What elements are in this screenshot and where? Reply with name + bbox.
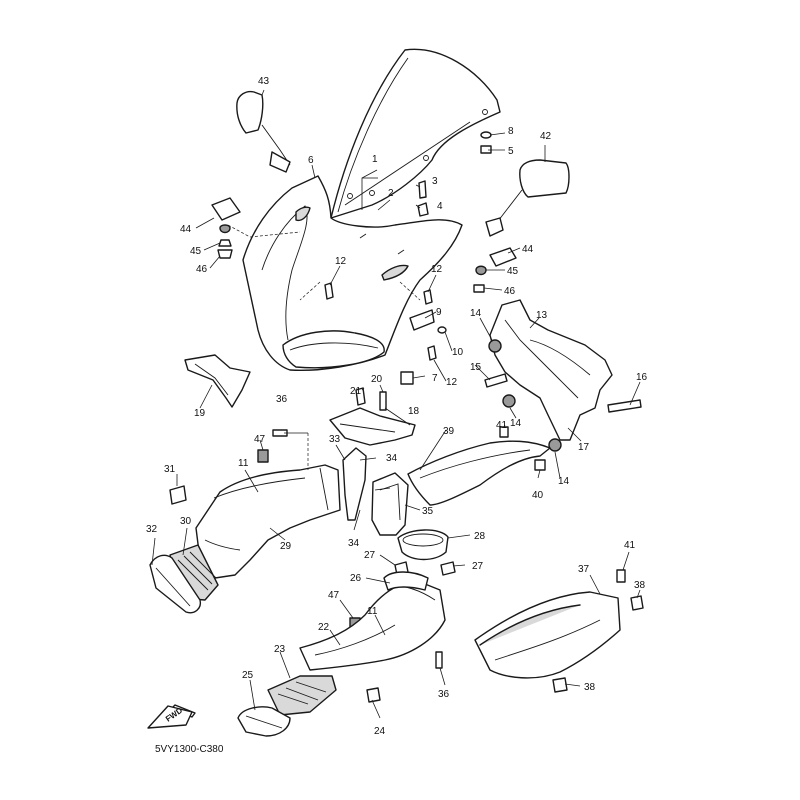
callout-44-right: 44 xyxy=(522,244,534,255)
callout-12-right: 12 xyxy=(431,264,443,275)
callout-36-lower: 36 xyxy=(438,689,450,700)
callout-1: 1 xyxy=(372,154,378,165)
callout-8: 8 xyxy=(508,126,514,137)
callout-9: 9 xyxy=(436,307,442,318)
air-duct-29 xyxy=(195,464,341,579)
callout-11-lower: 11 xyxy=(367,606,378,617)
callout-41-upper: 41 xyxy=(496,420,508,431)
callout-6: 6 xyxy=(308,155,314,166)
callout-31: 31 xyxy=(164,464,176,475)
callout-41-lower: 41 xyxy=(624,540,636,551)
callout-4: 4 xyxy=(437,201,443,212)
callout-10: 10 xyxy=(452,347,464,358)
cowling-stay xyxy=(484,299,642,452)
callout-27-right: 27 xyxy=(472,561,484,572)
panel-33 xyxy=(342,447,367,521)
callout-39: 39 xyxy=(443,426,455,437)
callout-43: 43 xyxy=(258,76,270,87)
intake-seal-32 xyxy=(149,554,202,614)
callout-30: 30 xyxy=(180,516,192,527)
intake-seal-25 xyxy=(237,706,291,737)
callout-45-left: 45 xyxy=(190,246,202,257)
callout-35: 35 xyxy=(422,506,434,517)
callout-15: 15 xyxy=(470,362,482,373)
mirror-43 xyxy=(236,90,291,173)
mirror-42 xyxy=(485,159,570,237)
intake-mesh-23 xyxy=(267,675,337,716)
bracket-18 xyxy=(329,407,416,446)
air-duct-22 xyxy=(299,571,446,671)
callout-16: 16 xyxy=(636,372,648,383)
side-cover-35 xyxy=(371,472,409,536)
fwd-arrow: FWD xyxy=(147,704,196,729)
callout-18: 18 xyxy=(408,406,420,417)
callout-28: 28 xyxy=(474,531,486,542)
callout-45-right: 45 xyxy=(507,266,519,277)
callout-14-middle: 14 xyxy=(510,418,522,429)
callout-20: 20 xyxy=(371,374,383,385)
inner-panel-19 xyxy=(184,354,251,408)
callout-11-upper: 11 xyxy=(238,458,249,469)
under-cowl-37 xyxy=(474,591,621,679)
callout-23: 23 xyxy=(274,644,286,655)
callout-labels: 1 2 3 4 5 6 7 8 9 10 11 11 12 12 12 13 1… xyxy=(146,76,648,737)
callout-12-left: 12 xyxy=(335,256,347,267)
callout-13: 13 xyxy=(536,310,548,321)
callout-19: 19 xyxy=(194,408,206,419)
callout-25: 25 xyxy=(242,670,254,681)
callout-22: 22 xyxy=(318,622,330,633)
callout-38-upper: 38 xyxy=(634,580,646,591)
callout-2: 2 xyxy=(388,188,394,199)
callout-17: 17 xyxy=(578,442,590,453)
callout-34-upper: 34 xyxy=(386,453,398,464)
callout-47-upper: 47 xyxy=(254,434,266,445)
callout-14-lower: 14 xyxy=(558,476,570,487)
windscreen xyxy=(330,48,501,219)
callout-29: 29 xyxy=(280,541,292,552)
leader-lines xyxy=(151,89,641,719)
callout-27-left: 27 xyxy=(364,550,376,561)
callout-33: 33 xyxy=(329,434,341,445)
callout-36-upper: 36 xyxy=(276,394,288,405)
side-panel-39 xyxy=(407,440,551,506)
callout-42: 42 xyxy=(540,131,552,142)
callout-46-left: 46 xyxy=(196,264,208,275)
callout-12-lower: 12 xyxy=(446,377,458,388)
callout-26: 26 xyxy=(350,573,362,584)
callout-47-lower: 47 xyxy=(328,590,340,601)
callout-24: 24 xyxy=(374,726,386,737)
callout-38-lower: 38 xyxy=(584,682,596,693)
callout-5: 5 xyxy=(508,146,514,157)
callout-14-upper: 14 xyxy=(470,308,482,319)
callout-44-left: 44 xyxy=(180,224,192,235)
callout-34-lower: 34 xyxy=(348,538,360,549)
front-cowling xyxy=(227,175,463,372)
callout-21: 21 xyxy=(350,386,362,397)
callout-46-right: 46 xyxy=(504,286,516,297)
callout-32: 32 xyxy=(146,524,158,535)
callout-40: 40 xyxy=(532,490,544,501)
callout-37: 37 xyxy=(578,564,590,575)
callout-3: 3 xyxy=(432,176,438,187)
callout-7: 7 xyxy=(432,373,438,384)
duct-ring-28 xyxy=(397,529,449,561)
drawing-code: 5VY1300-C380 xyxy=(155,744,224,755)
